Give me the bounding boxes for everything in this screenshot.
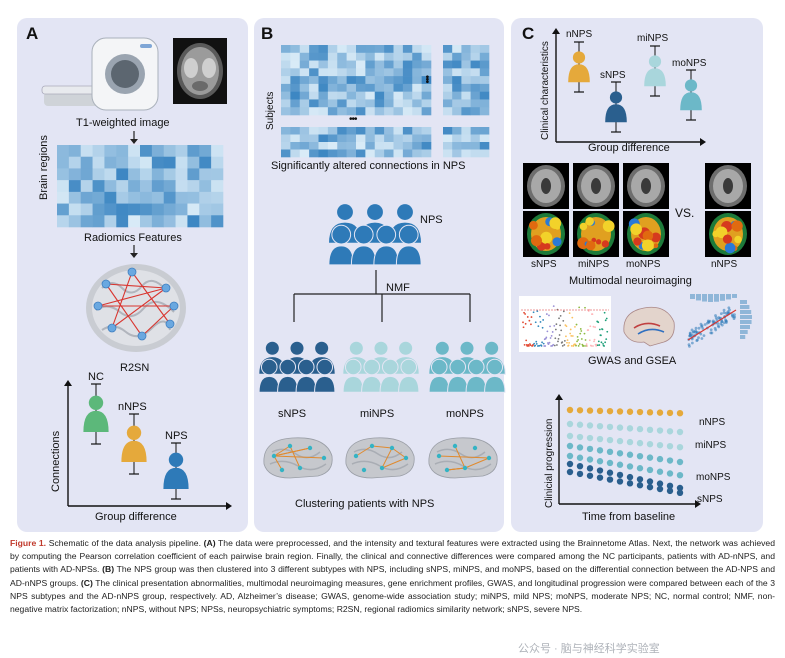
subjects-label: Subjects xyxy=(265,91,276,130)
caption-a-tag: (A) xyxy=(203,538,216,548)
panel-c-axes xyxy=(552,28,706,146)
panel-c-ylabel: Clinical characteristics xyxy=(540,41,551,140)
mri-snps-pet-image xyxy=(523,211,569,257)
monps-brain-network xyxy=(428,437,498,479)
manhattan-plot xyxy=(519,296,611,352)
mri-scanner-icon xyxy=(41,37,159,111)
mri-nnps-label: nNPS xyxy=(711,259,738,270)
multimodal-label: Multimodal neuroimaging xyxy=(569,275,692,287)
arrow-down-icon xyxy=(130,245,138,258)
t1-slice-image xyxy=(173,38,227,104)
t1-label: T1-weighted image xyxy=(76,117,170,129)
radiomics-label: Radiomics Features xyxy=(84,232,182,244)
clustering-label: Clustering patients with NPS xyxy=(295,498,435,510)
panel-c xyxy=(511,18,763,532)
progression-dots xyxy=(566,406,684,496)
minps-crowd-icon xyxy=(342,340,420,393)
nmf-tree-lines xyxy=(293,270,471,322)
c-snps-label: sNPS xyxy=(600,70,626,81)
c-minps-label: miNPS xyxy=(637,33,669,44)
prog-snps-label: sNPS xyxy=(697,494,723,505)
mri-minps-label: miNPS xyxy=(578,259,610,270)
progression-axes xyxy=(555,394,701,508)
progression-ylabel: Clinicial progression xyxy=(544,418,555,508)
group-nnps-label: nNPS xyxy=(118,401,147,413)
watermark: 公众号 · 脑与神经科学实验室 xyxy=(518,643,660,655)
arrow-down-icon xyxy=(130,131,138,144)
mri-minps-pet-image xyxy=(573,211,619,257)
panel-c-letter: C xyxy=(522,24,535,43)
brain-sagittal-image xyxy=(623,306,675,347)
figure-caption: Figure 1. Schematic of the data analysis… xyxy=(10,537,775,616)
group-nps-label: NPS xyxy=(165,430,188,442)
caption-c-tag: (C) xyxy=(80,577,93,588)
subtype-monps-label: moNPS xyxy=(446,408,484,420)
nmf-label: NMF xyxy=(386,282,410,294)
progression-xlabel: Time from baseline xyxy=(582,511,676,523)
c-monps-label: moNPS xyxy=(672,58,707,69)
mri-nnps-t1-image xyxy=(705,163,751,209)
mri-minps-t1-image xyxy=(573,163,619,209)
person-nps-icon xyxy=(163,442,189,500)
r2sn-brain-network xyxy=(86,264,186,352)
ellipsis-horizontal: ••• xyxy=(349,114,357,125)
panel-a-letter: A xyxy=(26,24,39,43)
c-person-nnps-icon xyxy=(568,41,590,93)
connections-heatmap-corner xyxy=(443,127,490,158)
brain-regions-label: Brain regions xyxy=(38,135,50,200)
mri-snps-label: sNPS xyxy=(531,259,557,270)
c-person-minps-icon xyxy=(644,45,666,97)
mri-monps-pet-image xyxy=(623,211,669,257)
person-nc-icon xyxy=(83,383,109,445)
mri-snps-t1-image xyxy=(523,163,569,209)
caption-text-1: Schematic of the data analysis pipeline. xyxy=(46,538,204,548)
prog-monps-label: moNPS xyxy=(696,472,731,483)
subtype-snps-label: sNPS xyxy=(278,408,307,420)
prog-nnps-label: nNPS xyxy=(699,417,726,428)
mri-nnps-pet-image xyxy=(705,211,751,257)
mri-monps-t1-image xyxy=(623,163,669,209)
panel-b-letter: B xyxy=(261,24,274,43)
gsea-scatter-plot xyxy=(687,294,752,348)
gwas-label: GWAS and GSEA xyxy=(588,355,677,367)
significant-label: Significantly altered connections in NPS xyxy=(271,160,466,172)
connections-heatmap-right xyxy=(443,45,490,116)
mri-monps-label: moNPS xyxy=(626,259,661,270)
vs-label: VS. xyxy=(675,206,695,220)
nps-crowd-icon xyxy=(327,203,423,266)
person-nnps-icon xyxy=(121,413,147,475)
radiomics-heatmap xyxy=(57,145,224,228)
connections-heatmap-bottom xyxy=(281,127,432,158)
snps-brain-network xyxy=(263,437,333,479)
c-nnps-label: nNPS xyxy=(566,29,593,40)
panel-c-xlabel: Group difference xyxy=(588,142,670,154)
snps-crowd-icon xyxy=(258,340,336,393)
nps-label: NPS xyxy=(420,214,443,226)
minps-brain-network xyxy=(345,437,415,479)
caption-text-3: The NPS group was then clustered into 3 … xyxy=(10,564,775,588)
r2sn-label: R2SN xyxy=(120,362,150,374)
c-person-monps-icon xyxy=(680,69,702,121)
caption-b-tag: (B) xyxy=(102,564,115,575)
ellipsis-vertical: ••• xyxy=(421,75,432,83)
panel-a-ylabel: Connections xyxy=(50,430,62,492)
caption-text-4: The clinical presentation abnormalities,… xyxy=(10,577,775,615)
caption-figure-number: Figure 1. xyxy=(10,538,47,548)
c-person-snps-icon xyxy=(605,81,627,133)
prog-minps-label: miNPS xyxy=(695,440,727,451)
connections-heatmap-main xyxy=(281,45,432,116)
panel-a-axes xyxy=(64,380,232,510)
subtype-minps-label: miNPS xyxy=(360,408,395,420)
caption-text-2: The data were preprocessed, and the inte… xyxy=(10,538,775,575)
monps-crowd-icon xyxy=(428,340,506,393)
group-nc-label: NC xyxy=(88,371,104,383)
panel-a-xlabel: Group difference xyxy=(95,511,177,523)
